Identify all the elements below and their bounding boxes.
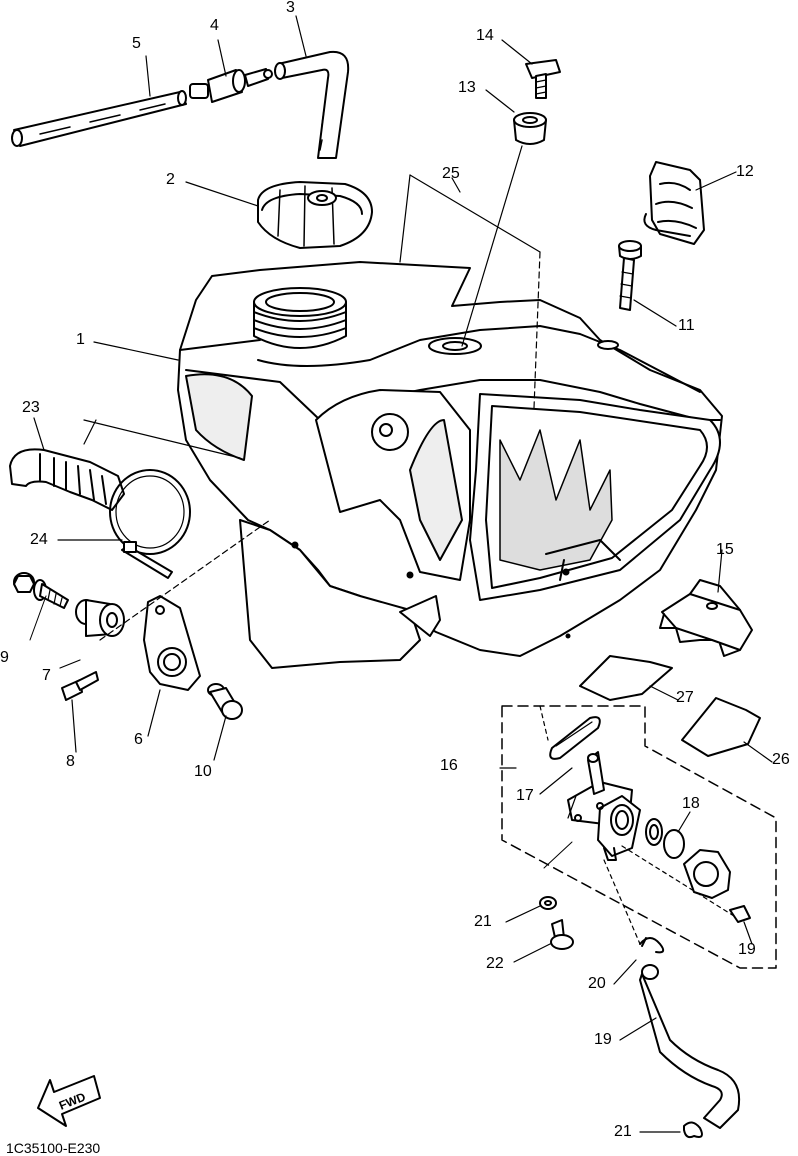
callout-19: 19 bbox=[738, 941, 756, 958]
part-22-washer bbox=[539, 896, 557, 910]
part-8-bolt bbox=[61, 671, 99, 701]
callout-21-upper: 20 bbox=[588, 975, 606, 992]
part-12-clip bbox=[643, 161, 705, 245]
part-17-o-ring bbox=[549, 716, 601, 760]
callout-18: 18 bbox=[682, 795, 700, 812]
part-19-screw bbox=[729, 905, 751, 923]
leader-lines bbox=[29, 15, 773, 1133]
callout-20: 19 bbox=[594, 1031, 612, 1048]
callout-2: 2 bbox=[166, 171, 175, 188]
callout-10: 10 bbox=[194, 763, 212, 780]
part-20-fuel-hose bbox=[639, 964, 740, 1129]
part-2-fuel-cap bbox=[257, 181, 373, 249]
callout-8: 8 bbox=[66, 753, 75, 770]
part-26-guide-lines bbox=[399, 174, 541, 409]
callout-3: 3 bbox=[286, 0, 295, 16]
callout-15: 15 bbox=[716, 541, 734, 558]
part-23-bolt bbox=[550, 919, 574, 950]
part-21-hose-clip-upper bbox=[639, 937, 665, 954]
callout-24: 23 bbox=[22, 399, 40, 416]
part-21-hose-clip-lower bbox=[683, 1121, 703, 1139]
callout-6: 6 bbox=[134, 731, 143, 748]
callout-13: 13 bbox=[458, 79, 476, 96]
callout-21-lower: 21 bbox=[614, 1123, 632, 1140]
callout-27: 26 bbox=[772, 751, 790, 768]
part-15-bracket bbox=[659, 579, 753, 657]
part-3-breather-hose bbox=[274, 50, 350, 159]
callout-23: 22 bbox=[486, 955, 504, 972]
diagram-code: 1C35100-E230 bbox=[6, 1140, 101, 1156]
callout-7: 7 bbox=[42, 667, 51, 684]
part-14-screw bbox=[525, 59, 561, 99]
part-27-pad bbox=[681, 697, 761, 757]
callout-25: 24 bbox=[30, 531, 48, 548]
callout-9: 9 bbox=[0, 649, 9, 666]
part-filter bbox=[645, 818, 663, 846]
part-fuel-cock-cover bbox=[683, 849, 731, 899]
callout-28: 27 bbox=[676, 689, 694, 706]
callout-11: 11 bbox=[678, 317, 695, 334]
part-4-check-valve bbox=[189, 68, 273, 103]
part-13-guide-line bbox=[461, 145, 523, 347]
part-7-damper bbox=[75, 599, 125, 637]
part-10-collar bbox=[207, 683, 243, 720]
callout-26: 25 bbox=[442, 165, 460, 182]
callout-22: 21 bbox=[474, 913, 492, 930]
part-11-bolt bbox=[618, 240, 642, 311]
part-9-bolt bbox=[13, 572, 69, 609]
part-6-guide-line bbox=[99, 519, 271, 641]
part-5-fuel-hose bbox=[11, 90, 187, 147]
part-24-damper-cover bbox=[9, 419, 241, 511]
part-25-band-strap bbox=[109, 469, 191, 579]
part-28-pad bbox=[579, 655, 673, 701]
callout-12: 12 bbox=[736, 163, 754, 180]
part-13-collar bbox=[513, 112, 547, 145]
callout-5: 5 bbox=[132, 35, 141, 52]
part-6-bracket bbox=[143, 595, 201, 691]
callout-1: 1 bbox=[76, 331, 85, 348]
part-16-fuel-cock-body bbox=[567, 751, 641, 861]
callout-14: 14 bbox=[476, 27, 494, 44]
fwd-arrow-icon: FWD bbox=[37, 1075, 101, 1127]
part-1-fuel-tank bbox=[177, 261, 723, 669]
part-18-o-ring bbox=[663, 829, 685, 859]
callout-16: 16 bbox=[440, 757, 458, 774]
callout-17: 17 bbox=[516, 787, 534, 804]
callout-4: 4 bbox=[210, 17, 219, 34]
part-16-fuel-cock-group bbox=[501, 705, 777, 969]
